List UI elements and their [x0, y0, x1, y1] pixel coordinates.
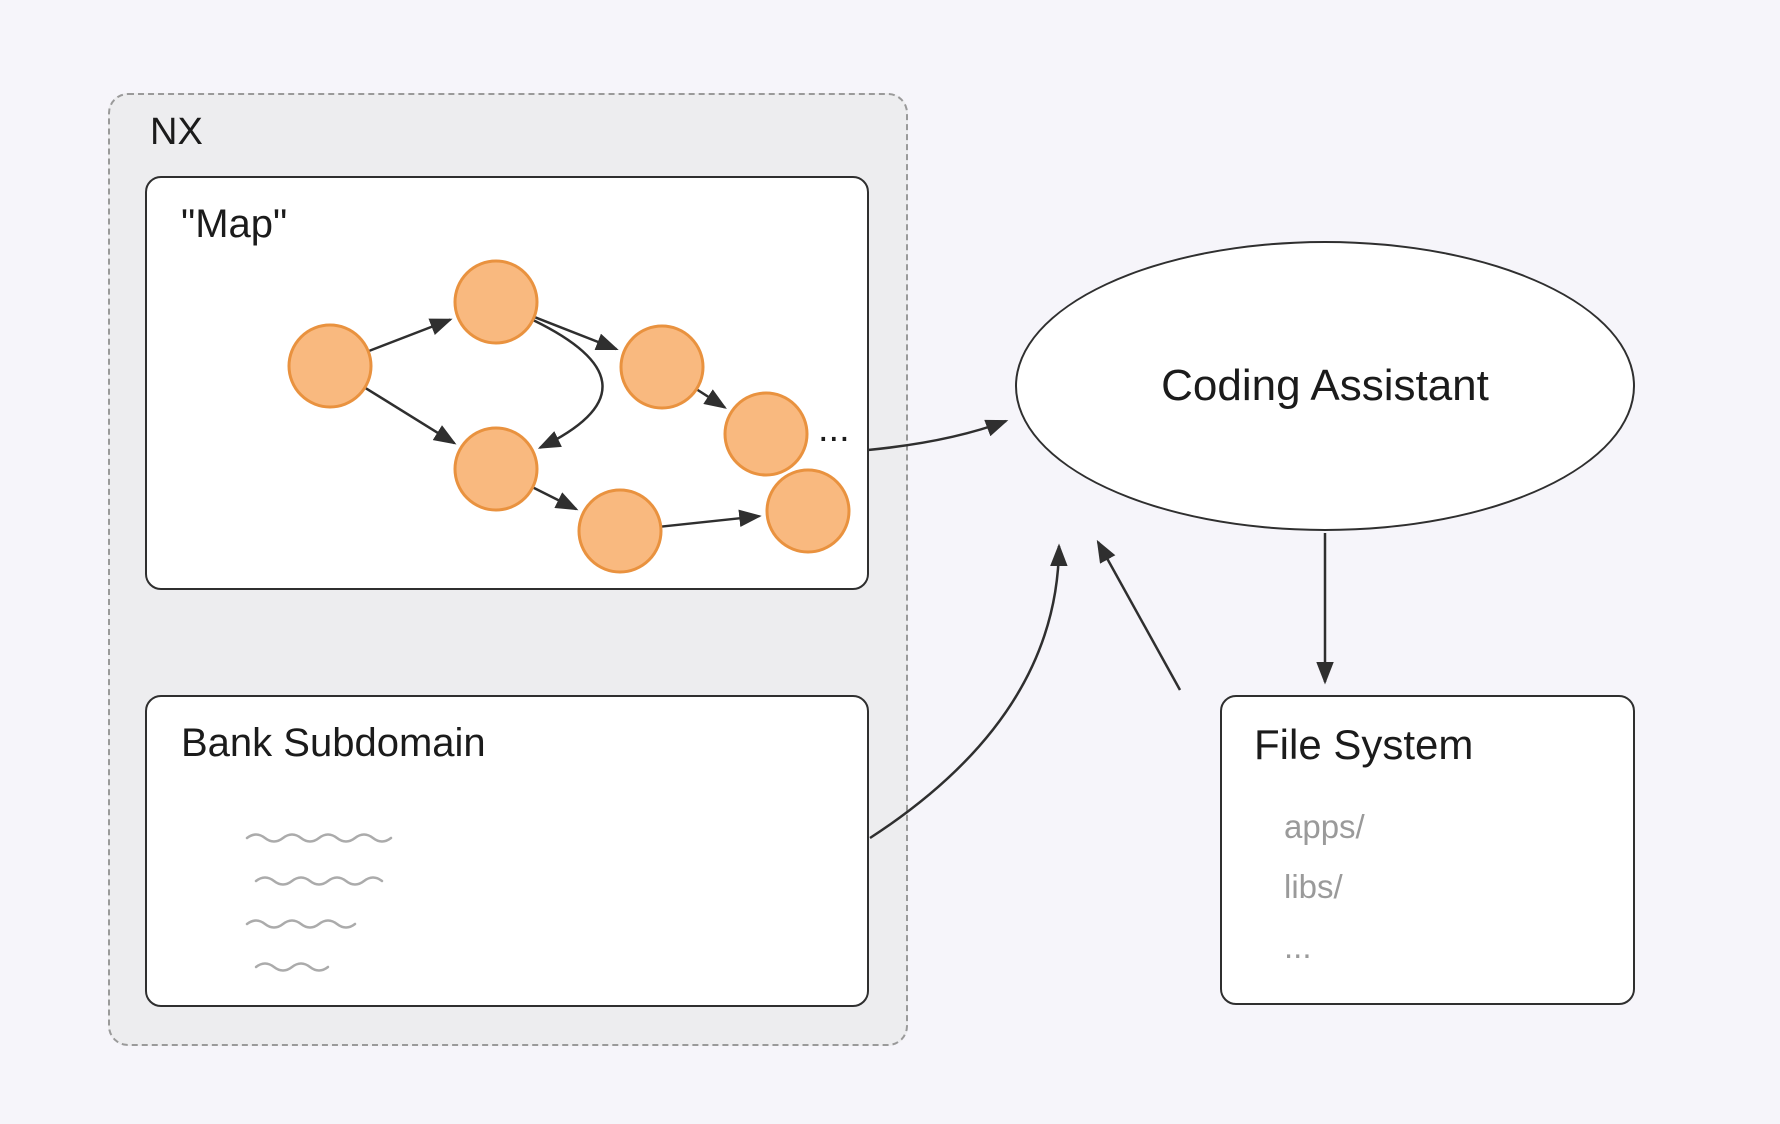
file-system-item: apps/ — [1284, 808, 1365, 845]
file-system-item: libs/ — [1284, 868, 1343, 905]
file-system-item-list: apps/ libs/ ... — [1284, 797, 1365, 977]
bank-subdomain-box: Bank Subdomain — [145, 695, 869, 1007]
map-box-label: "Map" — [181, 202, 288, 246]
map-box: "Map" — [145, 176, 869, 590]
coding-assistant-label: Coding Assistant — [1161, 361, 1489, 410]
file-system-label: File System — [1254, 721, 1474, 768]
filesystem-to-assistant-arrow — [1096, 539, 1182, 691]
map-ellipsis-text: ... — [818, 408, 850, 450]
coding-assistant-ellipse: Coding Assistant — [1015, 241, 1635, 531]
file-system-item: ... — [1284, 928, 1312, 965]
nx-group-label: NX — [150, 111, 203, 153]
bank-subdomain-label: Bank Subdomain — [181, 721, 486, 765]
file-system-box: File System apps/ libs/ ... — [1220, 695, 1635, 1005]
